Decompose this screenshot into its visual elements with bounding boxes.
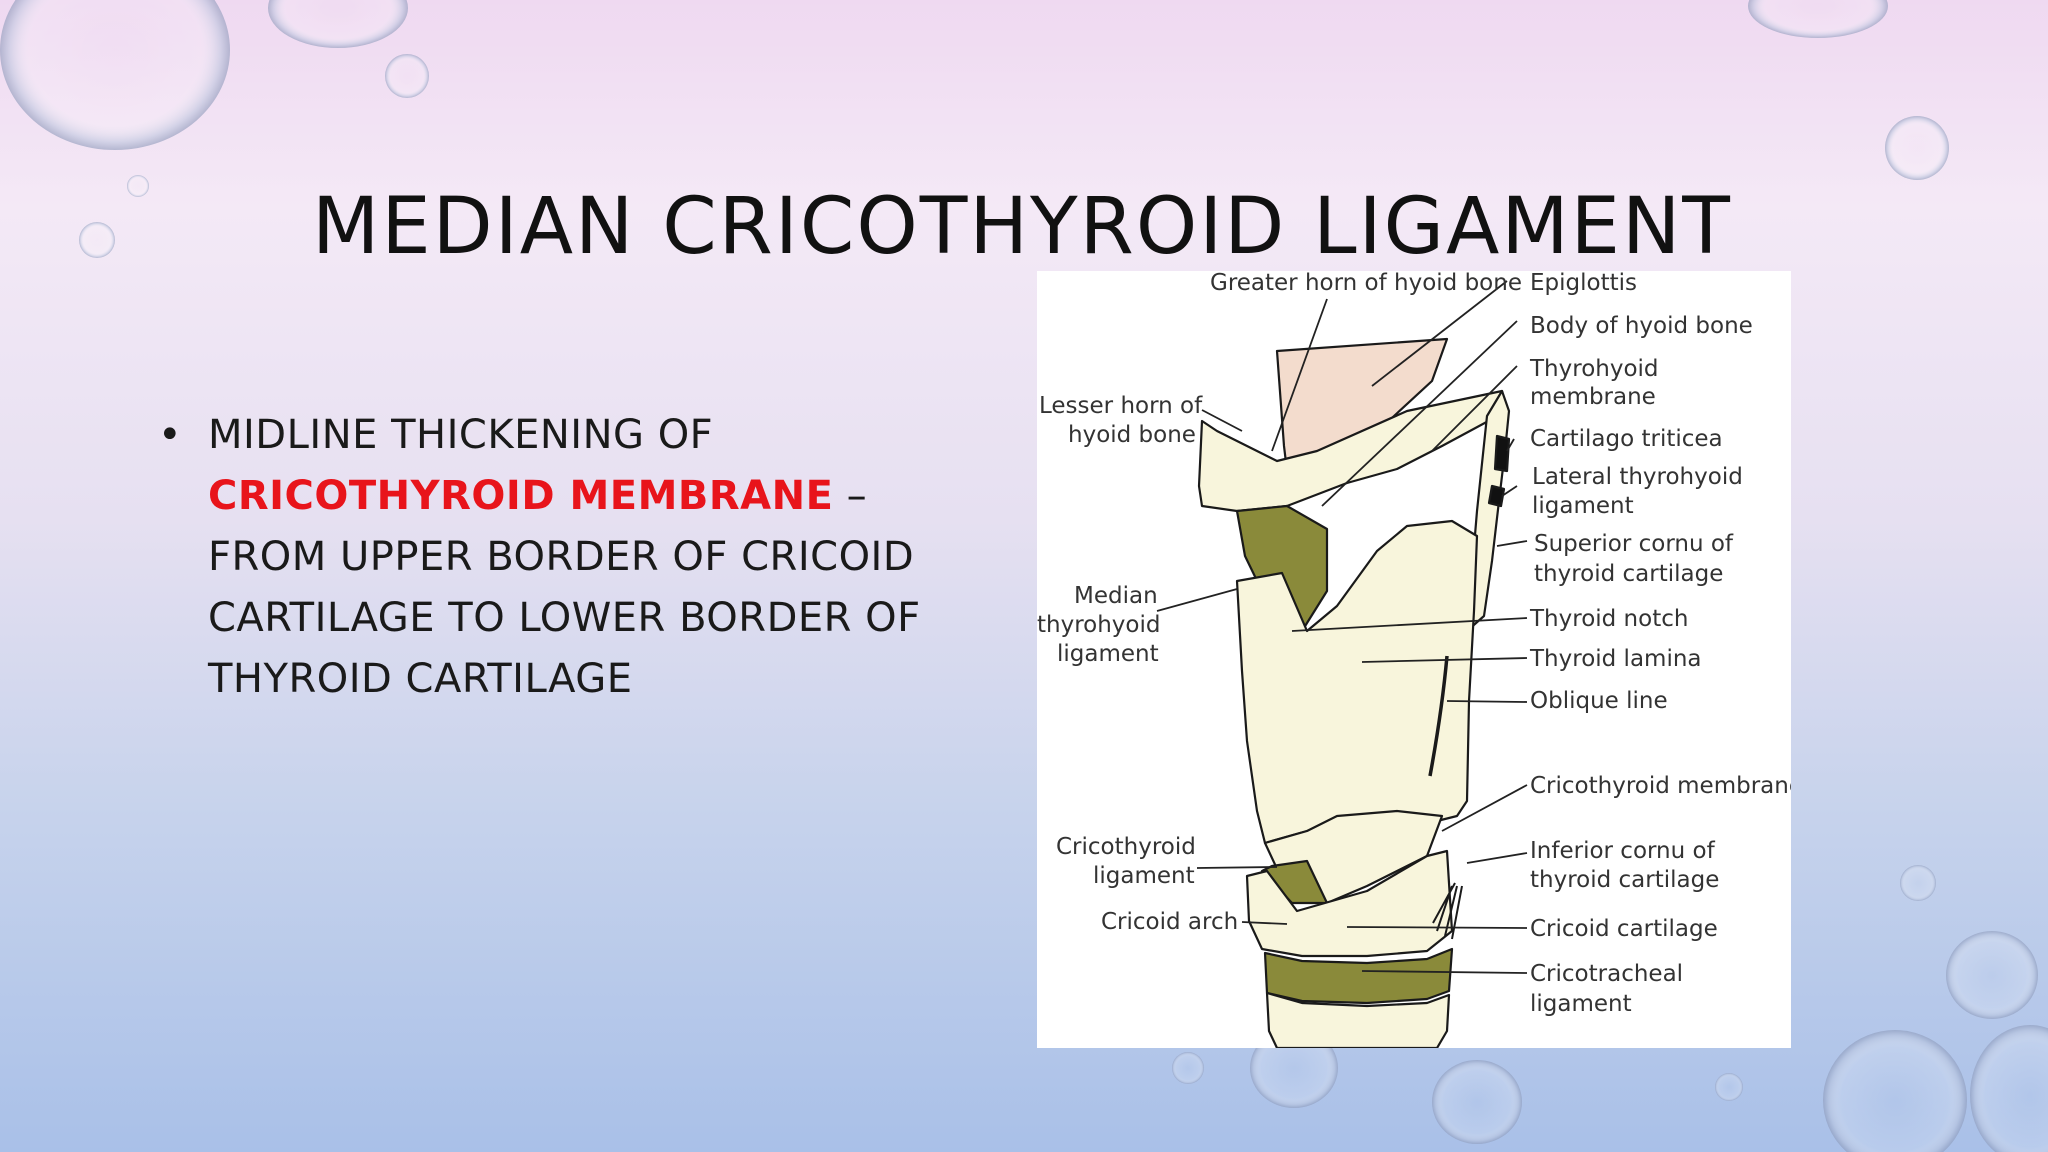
label-lesser-horn-1: Lesser horn of: [1039, 393, 1203, 419]
larynx-illustration: Greater horn of hyoid bone Epiglottis Bo…: [1037, 271, 1791, 1048]
label-cartilago-triticea: Cartilago triticea: [1530, 426, 1723, 452]
label-epiglottis: Epiglottis: [1530, 271, 1637, 296]
label-cricothyroid-ligament-1: Cricothyroid: [1056, 834, 1196, 860]
label-superior-cornu-2: thyroid cartilage: [1534, 561, 1723, 587]
label-greater-horn: Greater horn of hyoid bone: [1210, 271, 1522, 296]
bullet-text-before: MIDLINE THICKENING OF: [208, 412, 714, 458]
label-lesser-horn-2: hyoid bone: [1068, 422, 1196, 448]
bubble-group-top-right: [1748, 0, 1949, 180]
label-cricoid-arch: Cricoid arch: [1101, 909, 1238, 935]
slide-title: MEDIAN CRICOTHYROID LIGAMENT: [312, 182, 1732, 272]
label-thyroid-lamina: Thyroid lamina: [1529, 646, 1702, 672]
cartilago-triticea-shape: [1493, 434, 1511, 473]
label-oblique-line: Oblique line: [1530, 688, 1668, 714]
cricothyroid-ligament-shape: [1260, 859, 1329, 905]
bullet-marker: •: [158, 412, 183, 458]
label-inferior-cornu-2: thyroid cartilage: [1530, 867, 1719, 893]
larynx-diagram: Greater horn of hyoid bone Epiglottis Bo…: [1037, 271, 1791, 1048]
bullet-highlight: CRICOTHYROID MEMBRANE: [208, 473, 834, 519]
label-superior-cornu-1: Superior cornu of: [1534, 531, 1734, 557]
label-thyroid-notch: Thyroid notch: [1529, 606, 1688, 632]
label-cricothyroid-ligament-2: ligament: [1093, 863, 1195, 889]
cricoid-arch-shape: [1245, 849, 1454, 958]
diagram-labels: Greater horn of hyoid bone Epiglottis Bo…: [1037, 271, 1791, 1017]
label-lateral-thyrohyoid-1: Lateral thyrohyoid: [1532, 464, 1743, 490]
label-thyrohyoid-membrane-2: membrane: [1530, 384, 1656, 410]
bullet-text: MIDLINE THICKENING OF CRICOTHYROID MEMBR…: [208, 405, 980, 710]
label-median-thyrohyoid-2: thyrohyoid: [1037, 612, 1160, 638]
label-cricotracheal-2: ligament: [1530, 991, 1632, 1017]
hyoid-bone-shape: [1197, 389, 1509, 513]
bullet-text-after: – FROM UPPER BORDER OF CRICOID CARTILAGE…: [208, 473, 921, 702]
label-lateral-thyrohyoid-2: ligament: [1532, 493, 1634, 519]
thyroid-cartilage-shape: [1235, 519, 1479, 845]
leader-lines: [1156, 280, 1528, 974]
label-median-thyrohyoid-1: Median: [1074, 583, 1158, 609]
label-thyrohyoid-membrane-1: Thyrohyoid: [1529, 356, 1659, 382]
label-cricotracheal-1: Cricotracheal: [1530, 961, 1683, 987]
label-inferior-cornu-1: Inferior cornu of: [1530, 838, 1716, 864]
trachea-ring-shape: [1265, 991, 1451, 1048]
label-cricoid-cartilage: Cricoid cartilage: [1530, 916, 1718, 942]
cricotracheal-ligament-shape: [1263, 947, 1454, 1005]
bullet-point: • MIDLINE THICKENING OF CRICOTHYROID MEM…: [158, 405, 980, 710]
label-cricothyroid-membrane: Cricothyroid membrane: [1530, 773, 1791, 799]
label-median-thyrohyoid-3: ligament: [1057, 641, 1159, 667]
label-body-hyoid: Body of hyoid bone: [1530, 313, 1753, 339]
